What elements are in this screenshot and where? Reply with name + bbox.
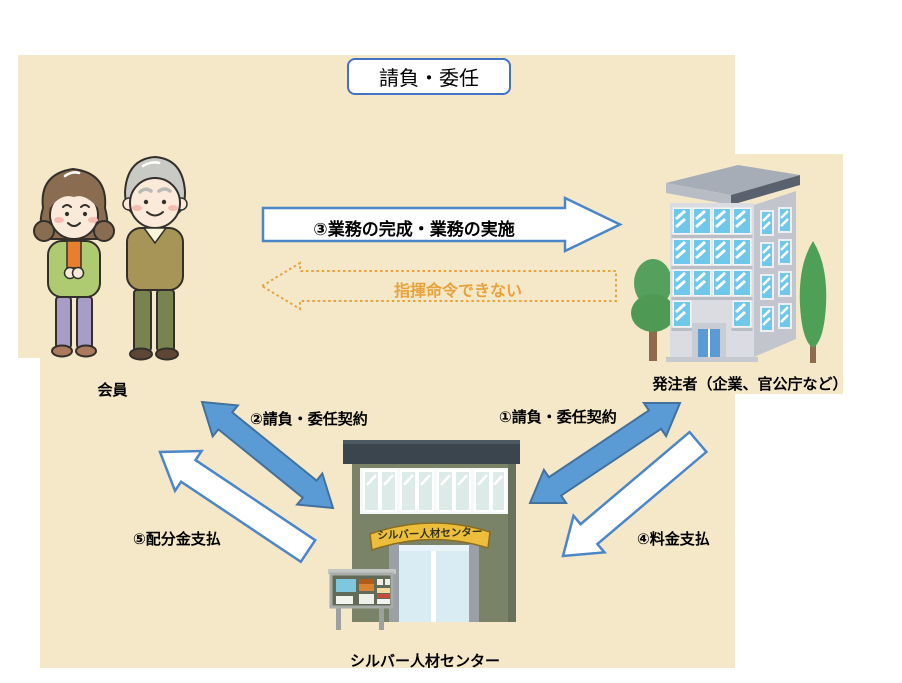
orderer-building-illustration: [631, 165, 827, 363]
distribution-payment-arrow: [158, 449, 317, 564]
center-sign-text: シルバー人材センター: [377, 525, 482, 542]
contract-orderer-double-arrow: [528, 402, 682, 504]
office-windows-front: [671, 207, 753, 331]
tree-left-icon: [631, 259, 675, 361]
center-door: [389, 540, 479, 622]
center-building: シルバー人材センター: [328, 440, 520, 630]
fee-payment-label: ④料金支払: [637, 531, 710, 548]
title-box: 請負・委任: [347, 58, 511, 95]
office-building: [666, 165, 800, 362]
member-couple-illustration: [33, 155, 188, 361]
title-text: 請負・委任: [379, 68, 479, 90]
fee-payment-arrow: [561, 430, 709, 558]
no-command-dotted-arrow: [260, 261, 617, 311]
member-label: 会員: [97, 382, 128, 399]
work-completion-label: ③業務の完成・業務の実施: [313, 220, 515, 239]
notice-board: [328, 569, 396, 630]
silver-center-building-illustration: シルバー人材センター: [328, 440, 520, 630]
distribution-payment-label: ⑤配分金支払: [133, 531, 221, 548]
work-completion-arrow: [261, 196, 623, 253]
contract-member-double-arrow: [200, 400, 335, 510]
member-man-figure: [122, 155, 188, 361]
contract-orderer-label: ①請負・委任契約: [499, 409, 617, 426]
member-woman-figure: [33, 167, 115, 358]
office-windows-side: [760, 207, 792, 332]
center-sign: シルバー人材センター: [369, 522, 491, 552]
center-label: シルバー人材センター: [349, 653, 500, 670]
contract-member-label: ②請負・委任契約: [250, 411, 368, 428]
no-command-label: 指揮命令できない: [393, 283, 522, 300]
tree-right-icon: [799, 241, 827, 363]
center-windows: [363, 470, 506, 512]
orderer-label: 発注者（企業、官公庁など）: [652, 376, 848, 393]
